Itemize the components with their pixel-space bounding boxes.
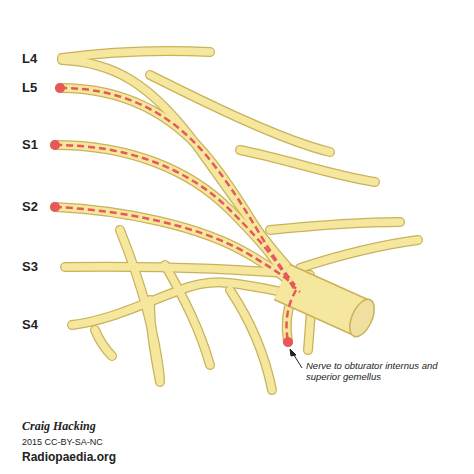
nerve-outline: [55, 51, 418, 390]
root-label: L4: [22, 51, 37, 66]
root-label: S4: [22, 317, 38, 332]
root-label: S2: [22, 199, 38, 214]
root-label: L5: [22, 80, 37, 95]
nerve-fill: [55, 51, 418, 390]
trunk-cut-end: [345, 296, 380, 341]
credit-author: Craig Hacking: [22, 419, 96, 434]
root-dots: [50, 83, 293, 347]
leader-arrow: [290, 349, 302, 368]
root-label: S1: [22, 137, 38, 152]
credit-license: 2015 CC-BY-SA-NC: [22, 437, 103, 447]
branch-label: Nerve to obturator internus and superior…: [306, 360, 456, 383]
credit-site: Radiopaedia.org: [22, 450, 116, 464]
red-dashed-path: [55, 88, 300, 342]
root-label: S3: [22, 259, 38, 274]
